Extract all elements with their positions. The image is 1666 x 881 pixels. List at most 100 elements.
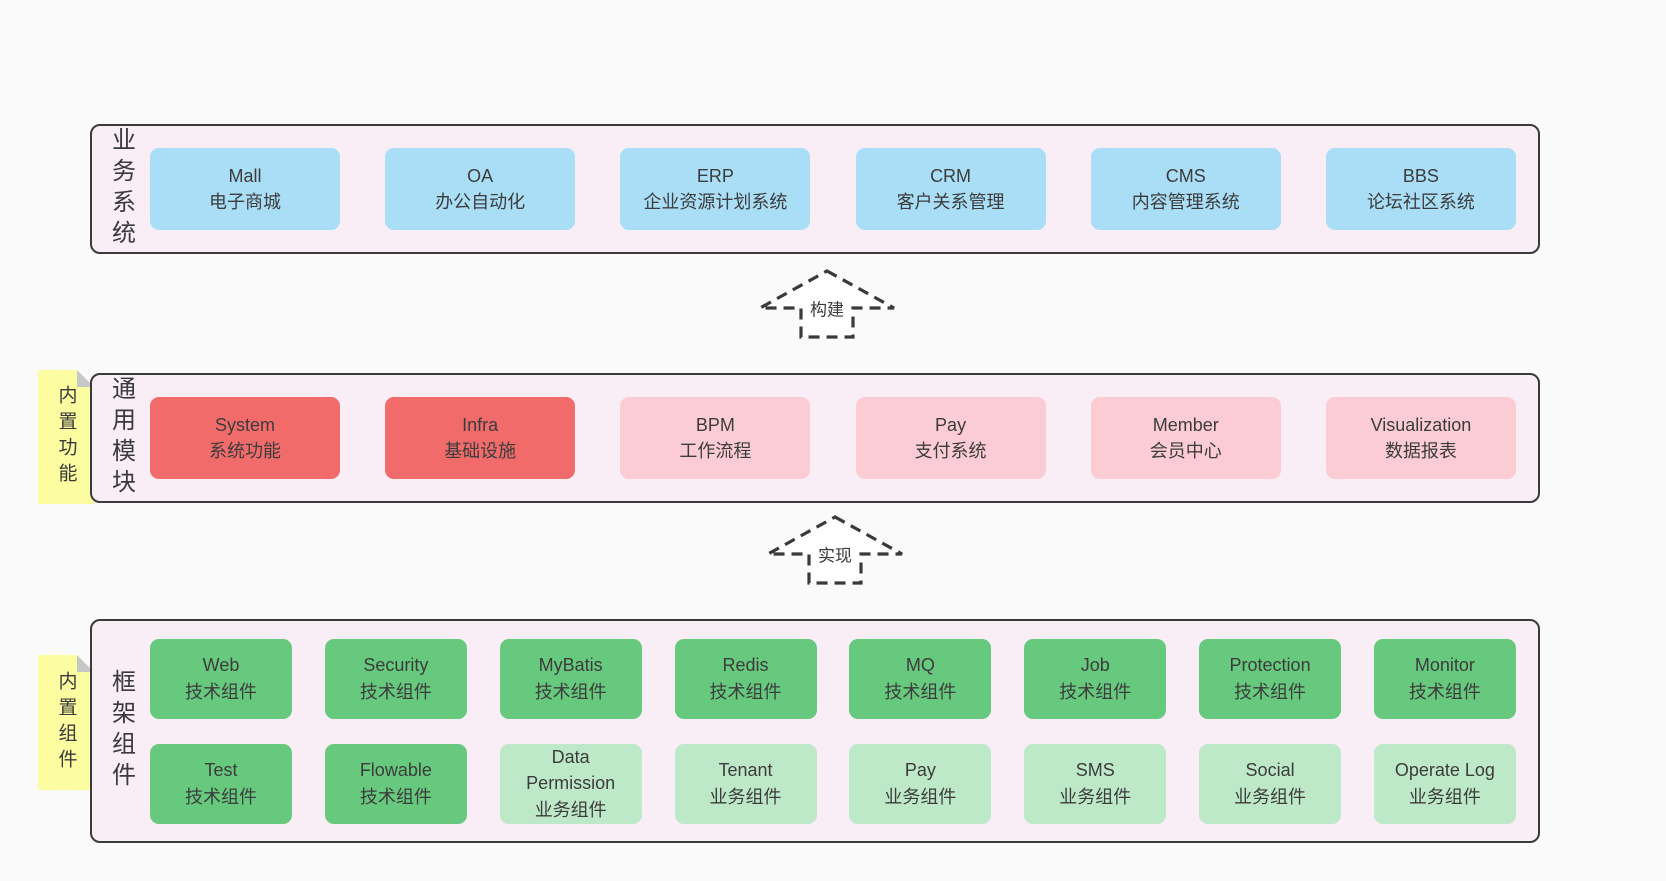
box-mybatis: MyBatis 技术组件 xyxy=(499,638,642,719)
box-cms: CMS 内容管理系统 xyxy=(1090,148,1281,230)
box-title: BPM xyxy=(695,414,735,435)
box-title: SMS xyxy=(1075,760,1115,781)
box-test: Test 技术组件 xyxy=(150,743,292,824)
box-tenant: Tenant 业务组件 xyxy=(674,743,817,824)
box-title: BBS xyxy=(1402,165,1439,186)
up-arrow-implement: 实现 xyxy=(765,514,905,586)
box-subtitle: 客户关系管理 xyxy=(896,192,1005,212)
box-title: MyBatis xyxy=(538,655,603,676)
box-subtitle: 业务组件 xyxy=(884,786,957,807)
box-subtitle: 会员中心 xyxy=(1149,441,1222,461)
box-operate-log: Operate Log 业务组件 xyxy=(1373,743,1516,824)
box-title: Infra xyxy=(462,414,499,435)
box-subtitle: 电子商城 xyxy=(209,192,281,212)
box-infra: Infra 基础设施 xyxy=(385,397,576,479)
box-security: Security 技术组件 xyxy=(324,638,467,719)
box-title: Operate Log xyxy=(1394,760,1495,781)
box-subtitle: 技术组件 xyxy=(185,786,257,807)
box-web: Web 技术组件 xyxy=(150,638,292,719)
box-subtitle: 业务组件 xyxy=(534,799,607,820)
box-redis: Redis 技术组件 xyxy=(674,638,817,719)
box-subtitle: 技术组件 xyxy=(709,681,782,702)
box-subtitle: 企业资源计划系统 xyxy=(643,192,788,212)
box-title: Data Permission xyxy=(526,747,616,794)
sticky-note-built-in-functions: 内置功能 xyxy=(38,370,94,504)
up-arrow-build: 构建 xyxy=(757,268,897,340)
box-erp: ERP 企业资源计划系统 xyxy=(620,148,811,230)
box-title: Member xyxy=(1152,414,1219,435)
box-data-permission: Data Permission 业务组件 xyxy=(499,743,642,824)
box-title: Web xyxy=(202,655,240,676)
box-subtitle: 业务组件 xyxy=(1408,786,1481,807)
box-title: Monitor xyxy=(1414,655,1475,676)
box-title: Redis xyxy=(722,655,769,676)
box-subtitle: 技术组件 xyxy=(534,681,607,702)
arrow-label: 实现 xyxy=(815,540,855,568)
layer-label: 通用模块 xyxy=(107,376,135,500)
box-title: Tenant xyxy=(718,760,773,781)
box-subtitle: 支付系统 xyxy=(914,441,987,461)
box-job: Job 技术组件 xyxy=(1024,638,1167,719)
sticky-note-label: 内置组件 xyxy=(55,670,77,775)
box-protection: Protection 技术组件 xyxy=(1199,638,1342,719)
box-system: System 系统功能 xyxy=(150,397,340,479)
box-subtitle: 技术组件 xyxy=(1059,681,1132,702)
box-title: OA xyxy=(467,165,494,186)
box-title: Pay xyxy=(935,414,967,435)
box-subtitle: 论坛社区系统 xyxy=(1366,192,1475,212)
box-subtitle: 技术组件 xyxy=(359,681,432,702)
box-monitor: Monitor 技术组件 xyxy=(1373,638,1516,719)
box-subtitle: 技术组件 xyxy=(1408,681,1481,702)
box-flowable: Flowable 技术组件 xyxy=(324,743,467,824)
box-subtitle: 业务组件 xyxy=(1234,786,1307,807)
box-pay: Pay 支付系统 xyxy=(855,397,1046,479)
sticky-note-label: 内置功能 xyxy=(55,385,77,489)
box-subtitle: 基础设施 xyxy=(444,441,517,461)
box-title: System xyxy=(214,414,275,435)
box-subtitle: 系统功能 xyxy=(209,441,281,461)
box-mall: Mall 电子商城 xyxy=(150,148,340,230)
box-mq: MQ 技术组件 xyxy=(849,638,992,719)
box-title: Flowable xyxy=(359,760,432,781)
box-title: Mall xyxy=(228,165,262,186)
box-oa: OA 办公自动化 xyxy=(385,148,576,230)
box-bbs: BBS 论坛社区系统 xyxy=(1325,148,1516,230)
box-title: Job xyxy=(1080,655,1110,676)
box-title: CMS xyxy=(1165,165,1206,186)
layer-label: 业务系统 xyxy=(107,127,135,251)
box-title: Security xyxy=(363,655,429,676)
box-subtitle: 办公自动化 xyxy=(435,192,526,212)
box-subtitle: 内容管理系统 xyxy=(1131,192,1240,212)
box-title: ERP xyxy=(696,165,734,186)
box-sms: SMS 业务组件 xyxy=(1024,743,1167,824)
box-social: Social 业务组件 xyxy=(1199,743,1342,824)
box-subtitle: 技术组件 xyxy=(1234,681,1307,702)
arrow-label: 构建 xyxy=(807,294,847,322)
box-pay: Pay 业务组件 xyxy=(849,743,992,824)
box-title: Social xyxy=(1245,760,1295,781)
box-title: Protection xyxy=(1229,655,1311,676)
box-subtitle: 业务组件 xyxy=(709,786,782,807)
box-subtitle: 技术组件 xyxy=(884,681,957,702)
layer-label: 框架组件 xyxy=(107,669,135,793)
box-title: MQ xyxy=(905,655,935,676)
box-subtitle: 技术组件 xyxy=(185,681,257,702)
sticky-note-built-in-components: 内置组件 xyxy=(38,655,94,790)
box-title: Test xyxy=(204,760,238,781)
box-title: Pay xyxy=(904,760,936,781)
box-title: Visualization xyxy=(1370,414,1472,435)
box-subtitle: 业务组件 xyxy=(1059,786,1132,807)
box-subtitle: 技术组件 xyxy=(359,786,432,807)
